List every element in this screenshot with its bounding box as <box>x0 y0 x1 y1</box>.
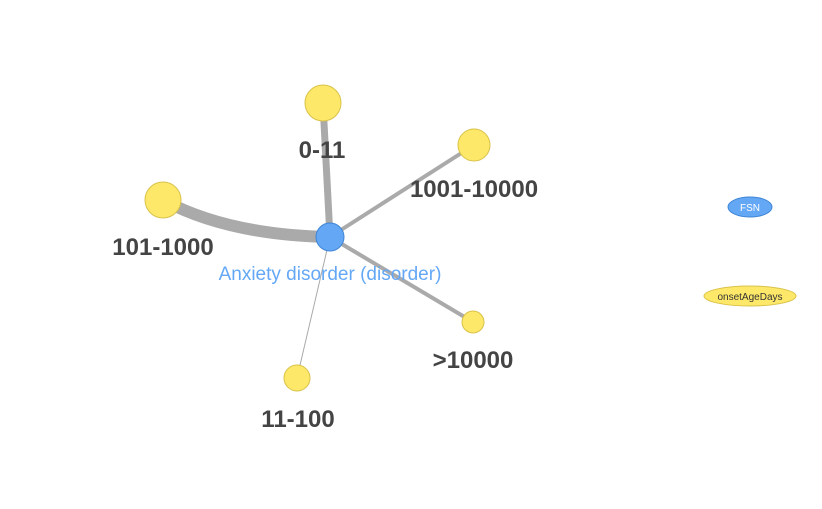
edge-1001-10000 <box>328 143 476 239</box>
edge-101-1000 <box>157 194 336 243</box>
label-0-11: 0-11 <box>299 137 346 164</box>
legend-swatch-onset-age-days <box>703 285 797 307</box>
node-11-100[interactable] <box>283 364 311 392</box>
edge-0-11 <box>319 100 334 241</box>
legend-item-fsn[interactable]: FSN <box>727 196 773 218</box>
legend-item-onset-age-days[interactable]: onsetAgeDays <box>703 285 797 307</box>
label-101-1000: 101-1000 <box>112 234 213 261</box>
label-1001-10000: 1001-10000 <box>410 176 538 203</box>
legend-swatch-fsn <box>727 196 773 218</box>
node-center[interactable] <box>315 222 345 252</box>
label-center: Anxiety disorder (disorder) <box>219 264 442 285</box>
legend-label-onset-age-days: onsetAgeDays <box>717 292 782 303</box>
node-labels: 0-11 1001-10000 101-1000 >10000 11-100 A… <box>112 137 538 433</box>
node-0-11[interactable] <box>304 84 342 122</box>
leaf-nodes <box>144 84 491 392</box>
legend: FSN onsetAgeDays <box>703 196 797 307</box>
node-1001-10000[interactable] <box>457 128 491 162</box>
node-101-1000[interactable] <box>144 181 182 219</box>
label-10000plus: >10000 <box>433 347 514 374</box>
edge-10000plus <box>328 235 475 324</box>
label-11-100: 11-100 <box>261 406 334 433</box>
edges <box>157 100 476 379</box>
legend-label-fsn: FSN <box>740 203 760 214</box>
node-10000plus[interactable] <box>461 310 485 334</box>
edge-11-100 <box>296 236 331 379</box>
